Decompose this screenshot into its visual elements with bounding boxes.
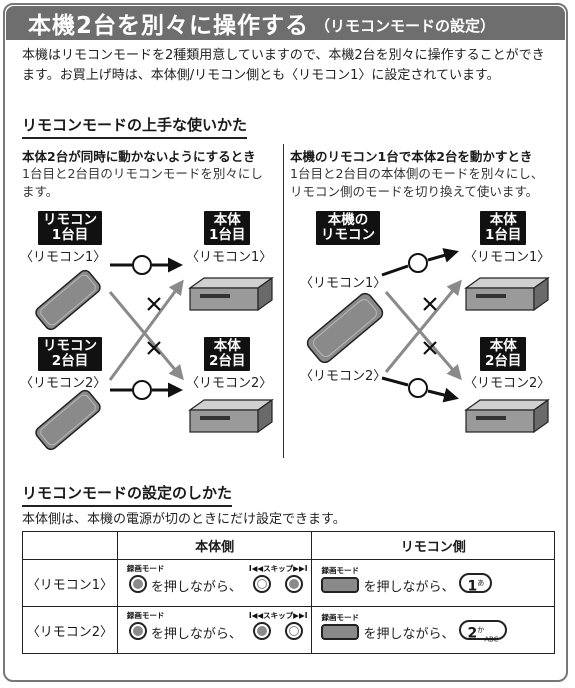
num-key-2-kana: か — [477, 626, 485, 634]
right-cross-arrows — [384, 279, 462, 381]
left-ok-arrow-1 — [110, 255, 183, 275]
left-remote2-badge: リモコン 2台目 — [38, 337, 102, 371]
skip-forward-button — [284, 622, 303, 640]
setting-note: 本体側は、本機の電源が切のときにだけ設定できます。 — [22, 512, 346, 527]
left-unit2-icon — [188, 398, 274, 434]
page-title: 本機2台を別々に操作する — [28, 13, 310, 39]
left-column-desc: 1台目と2台目のリモコンモードを別々にします。 — [22, 166, 263, 199]
right-remote-icon — [306, 292, 384, 364]
left-ok-arrow-2 — [110, 380, 183, 400]
left-remote2-icon — [35, 389, 101, 451]
remote-rec-mode-label: 録画モード — [321, 613, 359, 622]
right-unit1-icon — [464, 276, 550, 312]
right-ok-arrow-1 — [381, 248, 459, 277]
table-row: 〈リモコン1〉 録画モード を押しながら、 I◀◀スキップ▶▶I 録画モード を… — [22, 559, 555, 607]
right-column-heading: 本機のリモコン1台で本体2台を動かすとき — [290, 149, 533, 164]
remote-rec-mode-label: 録画モード — [321, 566, 359, 575]
left-remote1-badge: リモコン 1台目 — [38, 211, 102, 245]
left-remote2-label: 〈リモコン2〉 — [20, 376, 107, 391]
settings-table: 本体側 リモコン側 〈リモコン1〉 録画モード を押しながら、 I◀◀スキップ▶… — [22, 531, 555, 654]
table-header-row: 本体側 リモコン側 — [22, 531, 555, 560]
left-unit1-icon — [188, 276, 274, 312]
rec-mode-btn-label: 録画モード — [126, 611, 165, 620]
right-x-mark-2 — [423, 341, 437, 355]
table-row: 〈リモコン2〉 録画モード を押しながら、 I◀◀スキップ▶▶I 録画モード を… — [22, 606, 555, 654]
row-label-remote2: 〈リモコン2〉 — [22, 606, 118, 654]
right-unit2-badge: 本体 2台目 — [480, 337, 527, 371]
skip-label: I◀◀スキップ▶▶I — [248, 611, 308, 620]
num-key-2-button: 2かABC — [459, 620, 507, 644]
section-heading-setting: リモコンモードの設定のしかた — [22, 482, 233, 507]
table-header-unit: 本体側 — [116, 531, 313, 560]
skip-back-button — [252, 622, 271, 640]
press-text: を押しながら、 — [150, 627, 242, 642]
right-remote2-label: 〈リモコン2〉 — [300, 369, 387, 384]
num-key-2-alpha: ABC — [484, 635, 499, 644]
title-bar: 本機2台を別々に操作する （リモコンモードの設定） — [6, 6, 565, 40]
right-unit1-badge: 本体 1台目 — [480, 211, 527, 245]
right-unit1-label: 〈リモコン1〉 — [464, 250, 551, 265]
left-unit1-badge: 本体 1台目 — [204, 211, 251, 245]
section-heading-usage: リモコンモードの上手な使いかた — [22, 114, 248, 139]
rec-mode-button — [128, 575, 147, 593]
right-ok-arrow-2 — [381, 376, 459, 403]
num-key-1-button: 1あ — [459, 573, 493, 595]
intro-text: 本機はリモコンモードを2種類用意していますので、本機2台を別々に操作することがで… — [22, 48, 545, 83]
row1-unit-cell: 録画モード を押しながら、 I◀◀スキップ▶▶I — [116, 559, 313, 607]
remote-rec-mode-button — [321, 624, 360, 640]
table-header-blank — [22, 531, 118, 560]
remote-rec-mode-button — [321, 577, 360, 593]
page-subtitle: （リモコンモードの設定） — [315, 17, 496, 35]
left-remote1-label: 〈リモコン1〉 — [20, 250, 107, 265]
left-column-heading: 本体2台が同時に動かないようにするとき — [22, 149, 256, 164]
skip-forward-button — [284, 575, 303, 593]
press-text: を押しながら、 — [150, 580, 242, 595]
num-key-1-kana: あ — [477, 579, 485, 587]
column-divider — [283, 144, 284, 458]
left-unit2-badge: 本体 2台目 — [204, 337, 251, 371]
rec-mode-button — [128, 622, 147, 640]
num-key-1-digit: 1 — [467, 578, 478, 595]
right-unit2-label: 〈リモコン2〉 — [464, 376, 551, 391]
left-x-mark-2 — [147, 341, 161, 355]
left-unit1-label: 〈リモコン1〉 — [186, 250, 273, 265]
right-remote-badge: 本機の リモコン — [316, 211, 380, 245]
page-frame — [3, 3, 568, 682]
remote-press-text: を押しながら、 — [363, 627, 455, 642]
left-unit2-label: 〈リモコン2〉 — [186, 376, 273, 391]
rec-mode-btn-label: 録画モード — [126, 564, 165, 573]
right-remote1-label: 〈リモコン1〉 — [300, 276, 387, 291]
right-unit2-icon — [464, 398, 550, 434]
table-header-remote: リモコン側 — [311, 531, 555, 560]
row2-remote-cell: 録画モード を押しながら、 2かABC — [311, 606, 555, 654]
right-column-desc: 1台目と2台目の本体側のモードを別々にし、リモコン側のモードを切り換えて使います… — [290, 166, 544, 199]
skip-back-button — [252, 575, 271, 593]
row-label-remote1: 〈リモコン1〉 — [22, 559, 118, 607]
remote-press-text: を押しながら、 — [363, 580, 455, 595]
right-x-mark-1 — [423, 297, 437, 311]
left-cross-arrows — [108, 279, 184, 381]
left-remote1-icon — [35, 269, 101, 331]
row1-remote-cell: 録画モード を押しながら、 1あ — [311, 559, 555, 607]
skip-label: I◀◀スキップ▶▶I — [248, 564, 308, 573]
row2-unit-cell: 録画モード を押しながら、 I◀◀スキップ▶▶I — [116, 606, 313, 654]
left-x-mark-1 — [147, 297, 161, 311]
num-key-2-digit: 2 — [467, 625, 478, 642]
